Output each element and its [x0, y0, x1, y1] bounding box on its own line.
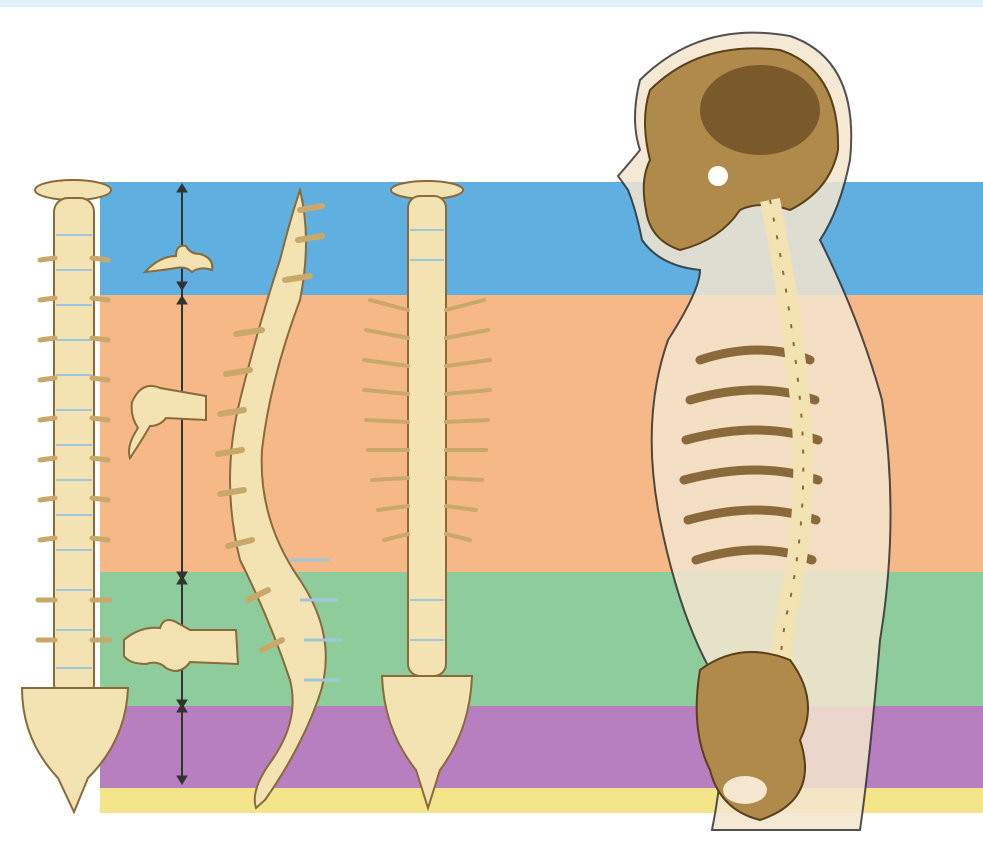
side-spine-icon — [218, 190, 342, 808]
cervical-vertebra-icon — [145, 246, 212, 272]
front-spine-icon — [22, 180, 128, 812]
lumbar-vertebra-icon — [124, 620, 238, 671]
back-spine-icon — [364, 181, 490, 808]
region-arrow-icon — [177, 184, 187, 784]
thoracic-vertebra-icon — [129, 386, 206, 458]
skeleton-profile-icon — [618, 33, 891, 830]
